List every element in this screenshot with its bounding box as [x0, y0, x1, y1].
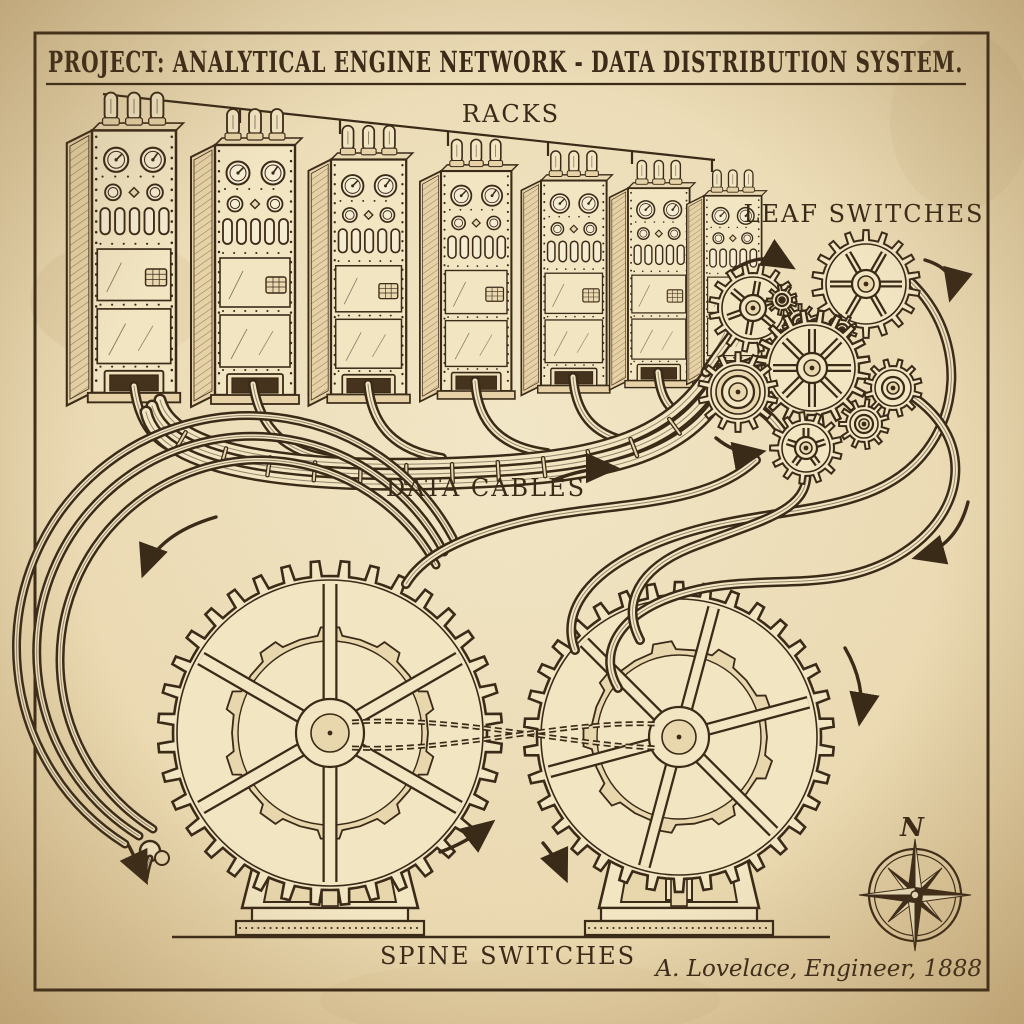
server-rack — [520, 150, 614, 397]
signature: A. Lovelace, Engineer, 1888 — [654, 956, 982, 982]
compass-north-label: N — [899, 813, 925, 843]
spine-switches-label: SPINE SWITCHES — [380, 942, 636, 970]
server-rack — [608, 159, 696, 391]
leaf-switches-label: LEAF SWITCHES — [744, 200, 985, 228]
gear-icon — [753, 309, 871, 427]
racks-label: RACKS — [462, 100, 560, 128]
server-rack — [65, 91, 185, 407]
server-rack — [418, 138, 519, 403]
server-rack — [307, 124, 414, 407]
page-title: PROJECT: ANALYTICAL ENGINE NETWORK - DAT… — [48, 45, 963, 79]
spine-switch-left — [156, 559, 504, 907]
server-rack — [189, 107, 304, 409]
data-cables-label: DATA CABLES — [386, 474, 586, 502]
